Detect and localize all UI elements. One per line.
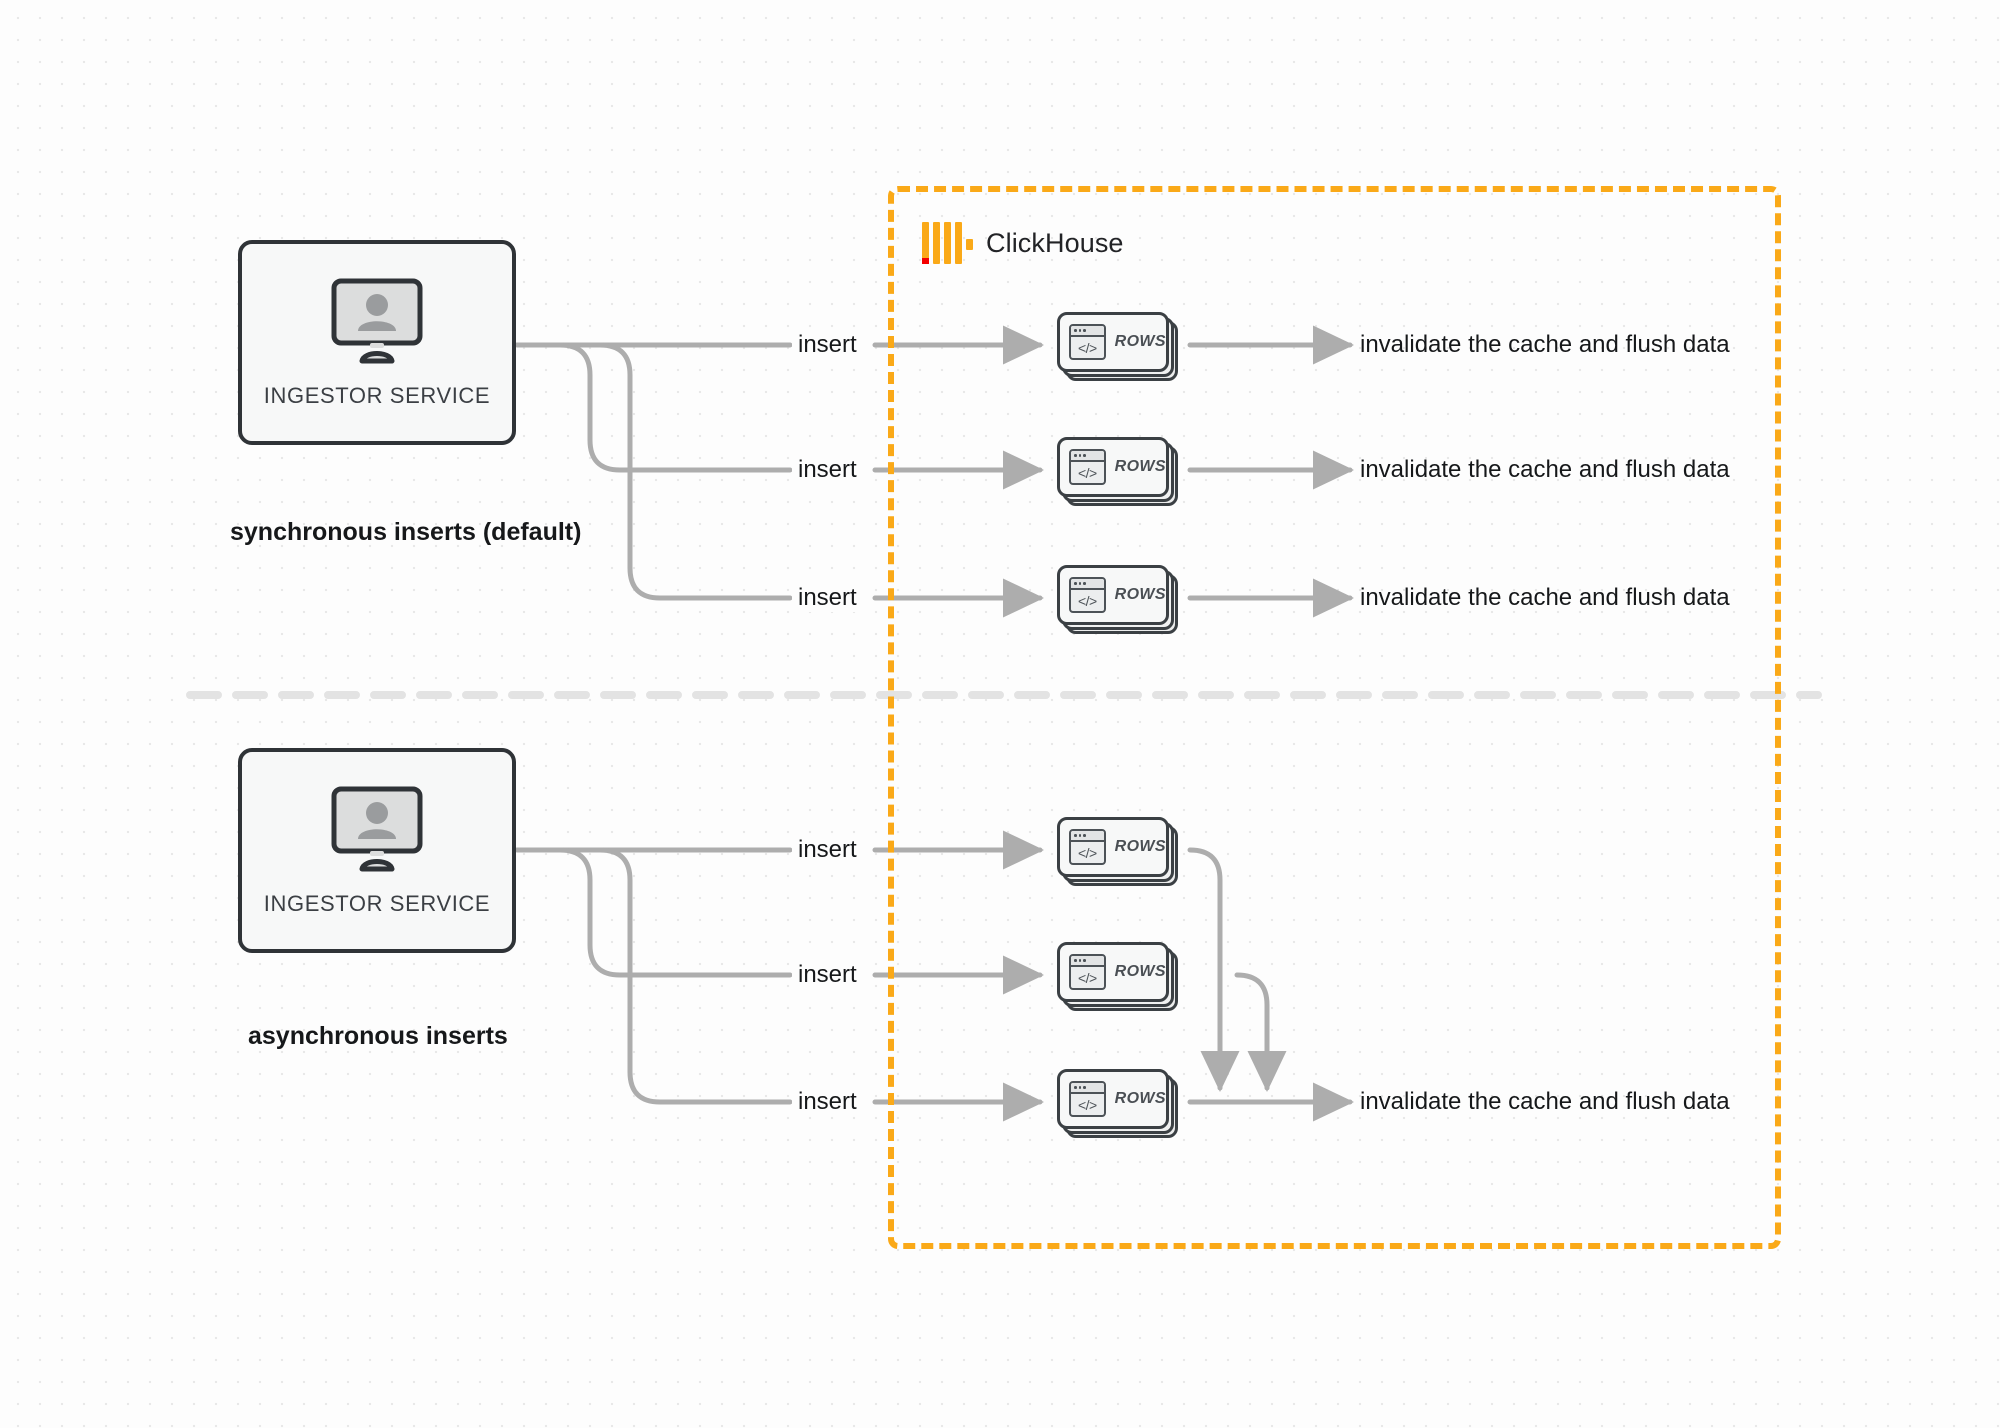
- ingestor-service-async[interactable]: INGESTOR SERVICE: [238, 748, 516, 953]
- clickhouse-title: ClickHouse: [986, 227, 1124, 258]
- edge-label-insert-sync-2: insert: [792, 456, 863, 484]
- rows-node-sync-2[interactable]: </> ROWS: [1057, 437, 1178, 506]
- monitor-user-icon: [331, 278, 423, 363]
- result-label-sync-3: invalidate the cache and flush data: [1360, 584, 1730, 611]
- ingestor-service-async-label: INGESTOR SERVICE: [263, 890, 491, 916]
- ingestor-service-sync[interactable]: INGESTOR SERVICE: [238, 240, 516, 445]
- code-glyph: </>: [1077, 464, 1097, 481]
- result-label-sync-1: invalidate the cache and flush data: [1360, 331, 1730, 358]
- rows-node-label: ROWS: [1114, 1090, 1166, 1107]
- rows-card-front: </> ROWS: [1057, 817, 1169, 877]
- code-glyph: </>: [1077, 1096, 1097, 1113]
- rows-card-front: </> ROWS: [1057, 942, 1169, 1002]
- clickhouse-logo-icon: [922, 222, 973, 264]
- rows-node-label: ROWS: [1114, 963, 1166, 980]
- caption-asynchronous: asynchronous inserts: [248, 1022, 508, 1050]
- caption-synchronous: synchronous inserts (default): [230, 518, 582, 546]
- rows-card-front: </> ROWS: [1057, 565, 1169, 625]
- rows-node-label: ROWS: [1114, 458, 1166, 475]
- rows-node-label: ROWS: [1114, 838, 1166, 855]
- code-window-icon: </>: [1069, 1081, 1106, 1117]
- code-glyph: </>: [1077, 339, 1097, 356]
- rows-card-front: </> ROWS: [1057, 1069, 1169, 1129]
- edge-label-insert-sync-1: insert: [792, 331, 863, 359]
- result-label-async-merged: invalidate the cache and flush data: [1360, 1088, 1730, 1115]
- rows-node-label: ROWS: [1114, 333, 1166, 350]
- code-window-icon: </>: [1069, 449, 1106, 485]
- rows-node-sync-1[interactable]: </> ROWS: [1057, 312, 1178, 381]
- ingestor-service-sync-label: INGESTOR SERVICE: [263, 382, 491, 408]
- rows-node-sync-3[interactable]: </> ROWS: [1057, 565, 1178, 634]
- code-window-icon: </>: [1069, 954, 1106, 990]
- code-glyph: </>: [1077, 844, 1097, 861]
- rows-node-async-2[interactable]: </> ROWS: [1057, 942, 1178, 1011]
- monitor-user-icon: [331, 786, 423, 871]
- edge-label-insert-async-2: insert: [792, 961, 863, 989]
- edge-label-insert-async-3: insert: [792, 1088, 863, 1116]
- rows-card-front: </> ROWS: [1057, 437, 1169, 497]
- result-label-sync-2: invalidate the cache and flush data: [1360, 456, 1730, 483]
- code-glyph: </>: [1077, 592, 1097, 609]
- code-window-icon: </>: [1069, 324, 1106, 360]
- edge-label-insert-async-1: insert: [792, 836, 863, 864]
- edge-label-insert-sync-3: insert: [792, 584, 863, 612]
- rows-node-async-3[interactable]: </> ROWS: [1057, 1069, 1178, 1138]
- code-glyph: </>: [1077, 969, 1097, 986]
- rows-card-front: </> ROWS: [1057, 312, 1169, 372]
- clickhouse-brand: ClickHouse: [922, 222, 1124, 264]
- rows-node-async-1[interactable]: </> ROWS: [1057, 817, 1178, 886]
- code-window-icon: </>: [1069, 577, 1106, 613]
- rows-node-label: ROWS: [1114, 586, 1166, 603]
- code-window-icon: </>: [1069, 829, 1106, 865]
